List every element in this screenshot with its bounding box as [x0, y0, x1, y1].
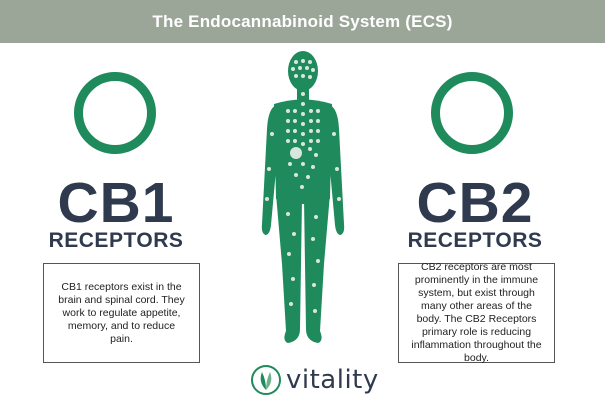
cb2-heading: CB2	[416, 171, 534, 235]
cb2-ring-icon	[431, 72, 513, 154]
cb2-subheading: RECEPTORS	[407, 229, 543, 252]
cb1-description-box: CB1 receptors exist in the brain and spi…	[43, 263, 200, 363]
page-title: The Endocannabinoid System (ECS)	[152, 11, 453, 31]
cb2-description-box: CB2 receptors are most prominently in th…	[398, 261, 555, 364]
cb1-description: CB1 receptors exist in the brain and spi…	[58, 280, 185, 345]
human-body-icon	[261, 51, 345, 343]
leaf-logo-icon	[251, 365, 281, 395]
cb1-ring-icon	[74, 72, 156, 154]
title-banner: The Endocannabinoid System (ECS)	[0, 0, 605, 43]
cb1-subheading: RECEPTORS	[48, 229, 184, 252]
cb1-heading: CB1	[57, 171, 175, 235]
cb2-description: CB2 receptors are most prominently in th…	[411, 261, 542, 364]
brand-logo: vitality	[250, 362, 379, 398]
brand-name: vitality	[286, 365, 379, 395]
